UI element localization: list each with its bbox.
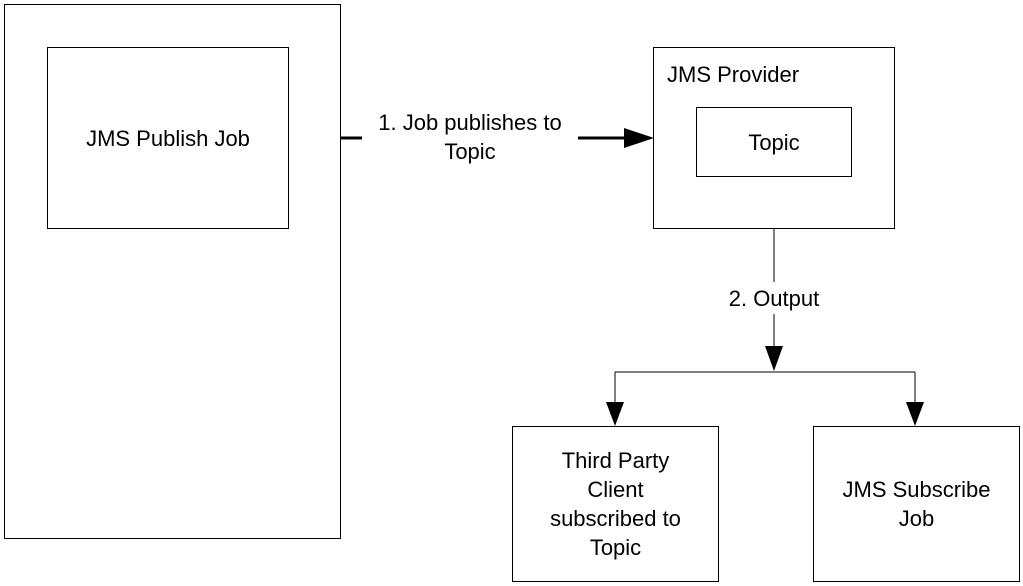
third-party-client-label: Third Party Client subscribed to Topic: [550, 448, 681, 560]
subscribe-job-box: JMS Subscribe Job: [813, 426, 1020, 582]
publish-job-label: JMS Publish Job: [86, 125, 250, 151]
topic-label: Topic: [748, 129, 800, 155]
output-arrowhead: [765, 346, 783, 371]
jms-provider-label: JMS Provider: [667, 62, 800, 87]
third-party-client-box: Third Party Client subscribed to Topic: [512, 426, 719, 582]
output-edge-label: 2. Output: [712, 284, 836, 313]
branch-left-arrowhead: [606, 402, 624, 426]
publish-arrowhead: [624, 128, 654, 148]
publish-job-box: JMS Publish Job: [47, 47, 289, 229]
branch-right-arrowhead: [906, 402, 924, 426]
publish-edge-label: 1. Job publishes to Topic: [363, 108, 577, 166]
subscribe-job-label: JMS Subscribe Job: [842, 477, 991, 531]
topic-box: Topic: [696, 107, 852, 177]
